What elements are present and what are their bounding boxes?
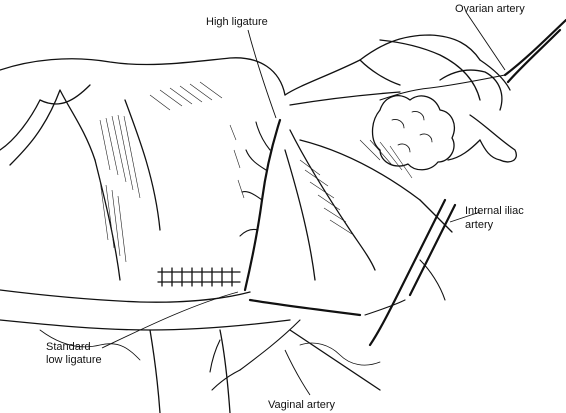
label-standard-line1: Standard — [46, 341, 91, 353]
ovary-body — [371, 95, 455, 171]
label-ovarian-artery: Ovarian artery — [455, 3, 525, 15]
ovary-tube — [284, 34, 517, 163]
uterus-shading — [99, 81, 245, 263]
broad-ligament — [284, 129, 453, 281]
ovarian-artery-vessel — [379, 18, 566, 101]
lower-tissue — [0, 319, 381, 413]
label-high-ligature: High ligature — [206, 16, 268, 28]
leader-lines — [101, 11, 506, 396]
uterus-outline — [0, 57, 286, 303]
vaginal-artery-vessel — [209, 298, 362, 391]
label-internal-iliac-line1: Internal iliac — [465, 205, 524, 217]
label-vaginal-artery: Vaginal artery — [268, 399, 336, 411]
label-internal-iliac-line2: artery — [465, 219, 494, 231]
label-standard-line2: low ligature — [46, 354, 102, 366]
suture-marks — [157, 267, 241, 287]
uterine-artery — [239, 118, 282, 292]
internal-iliac-vessel — [364, 198, 457, 347]
